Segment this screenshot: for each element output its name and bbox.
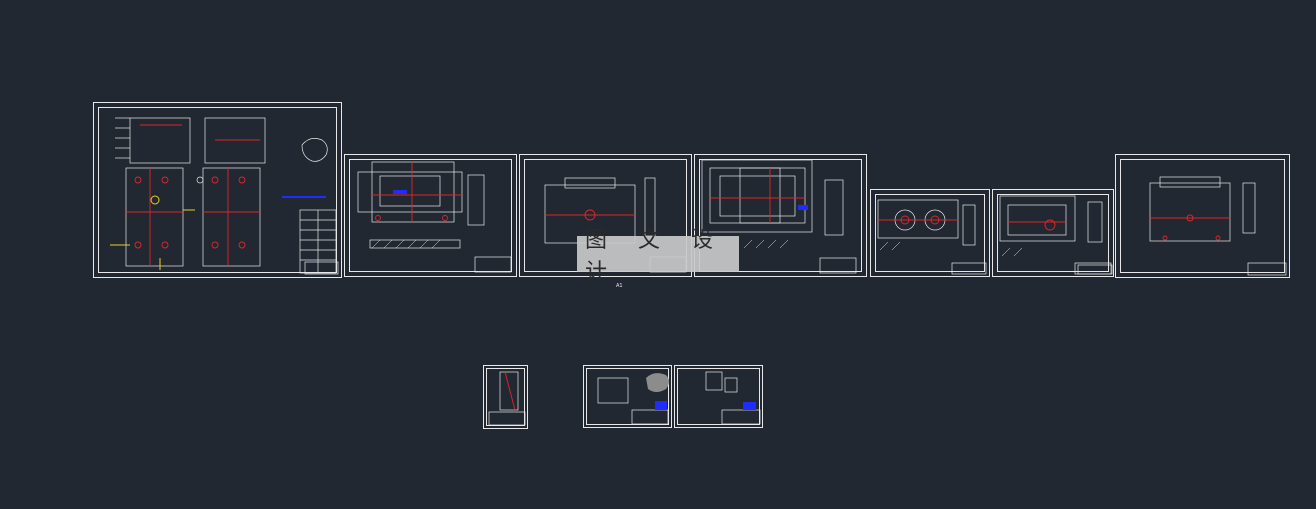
small-drawing-sheet-1[interactable] bbox=[483, 365, 528, 429]
sheet-border bbox=[699, 159, 862, 272]
drawing-sheet-4[interactable] bbox=[694, 154, 867, 277]
sheet-border bbox=[875, 194, 985, 272]
drawing-sheet-2[interactable] bbox=[344, 154, 517, 277]
sheet-border bbox=[349, 159, 512, 272]
small-drawing-sheet-3[interactable] bbox=[674, 365, 763, 428]
drawing-sheet-assembly[interactable] bbox=[93, 102, 342, 278]
drawing-sheet-7[interactable] bbox=[1115, 154, 1290, 278]
sheet-border bbox=[486, 368, 525, 426]
sheet-border bbox=[1120, 159, 1285, 273]
watermark-label: 图 文 设 计 bbox=[577, 228, 739, 285]
sheet-border bbox=[586, 368, 669, 425]
sheet-border bbox=[677, 368, 760, 425]
part-outline-icon bbox=[646, 373, 669, 392]
drawing-sheet-5[interactable] bbox=[870, 189, 990, 277]
sheet-border bbox=[997, 194, 1109, 272]
layout-label: A1 bbox=[616, 283, 623, 289]
sheet-border bbox=[98, 107, 337, 273]
small-drawing-sheet-2[interactable] bbox=[583, 365, 672, 428]
drawing-sheet-6[interactable] bbox=[992, 189, 1114, 277]
